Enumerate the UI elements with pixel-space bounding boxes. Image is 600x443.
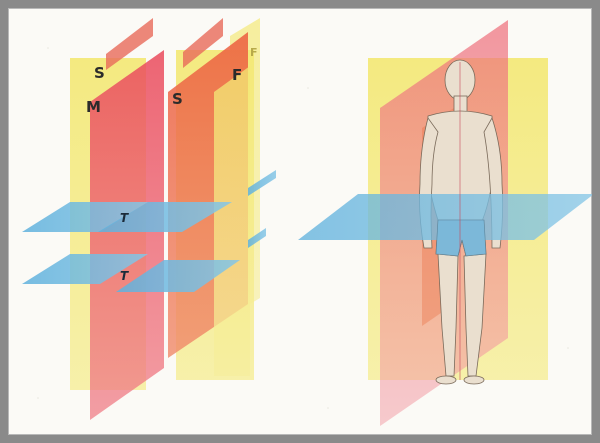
right-body-diagram xyxy=(298,20,592,426)
label-transverse-upper: T xyxy=(120,211,129,225)
label-sagittal-front: S xyxy=(172,90,183,108)
anatomical-planes-illustration: S M S F F T T xyxy=(8,8,592,435)
label-transverse-lower: T xyxy=(120,269,129,283)
figure-left-foot xyxy=(436,376,456,384)
frontal-plane-front xyxy=(214,66,250,376)
left-planes-diagram: S M S F F T T xyxy=(22,18,276,420)
label-frontal: F xyxy=(232,66,242,84)
label-frontal-back: F xyxy=(250,46,258,59)
label-sagittal-back: S xyxy=(94,64,105,82)
label-median: M xyxy=(86,98,101,116)
median-plane xyxy=(90,50,164,420)
figure-right-foot xyxy=(464,376,484,384)
